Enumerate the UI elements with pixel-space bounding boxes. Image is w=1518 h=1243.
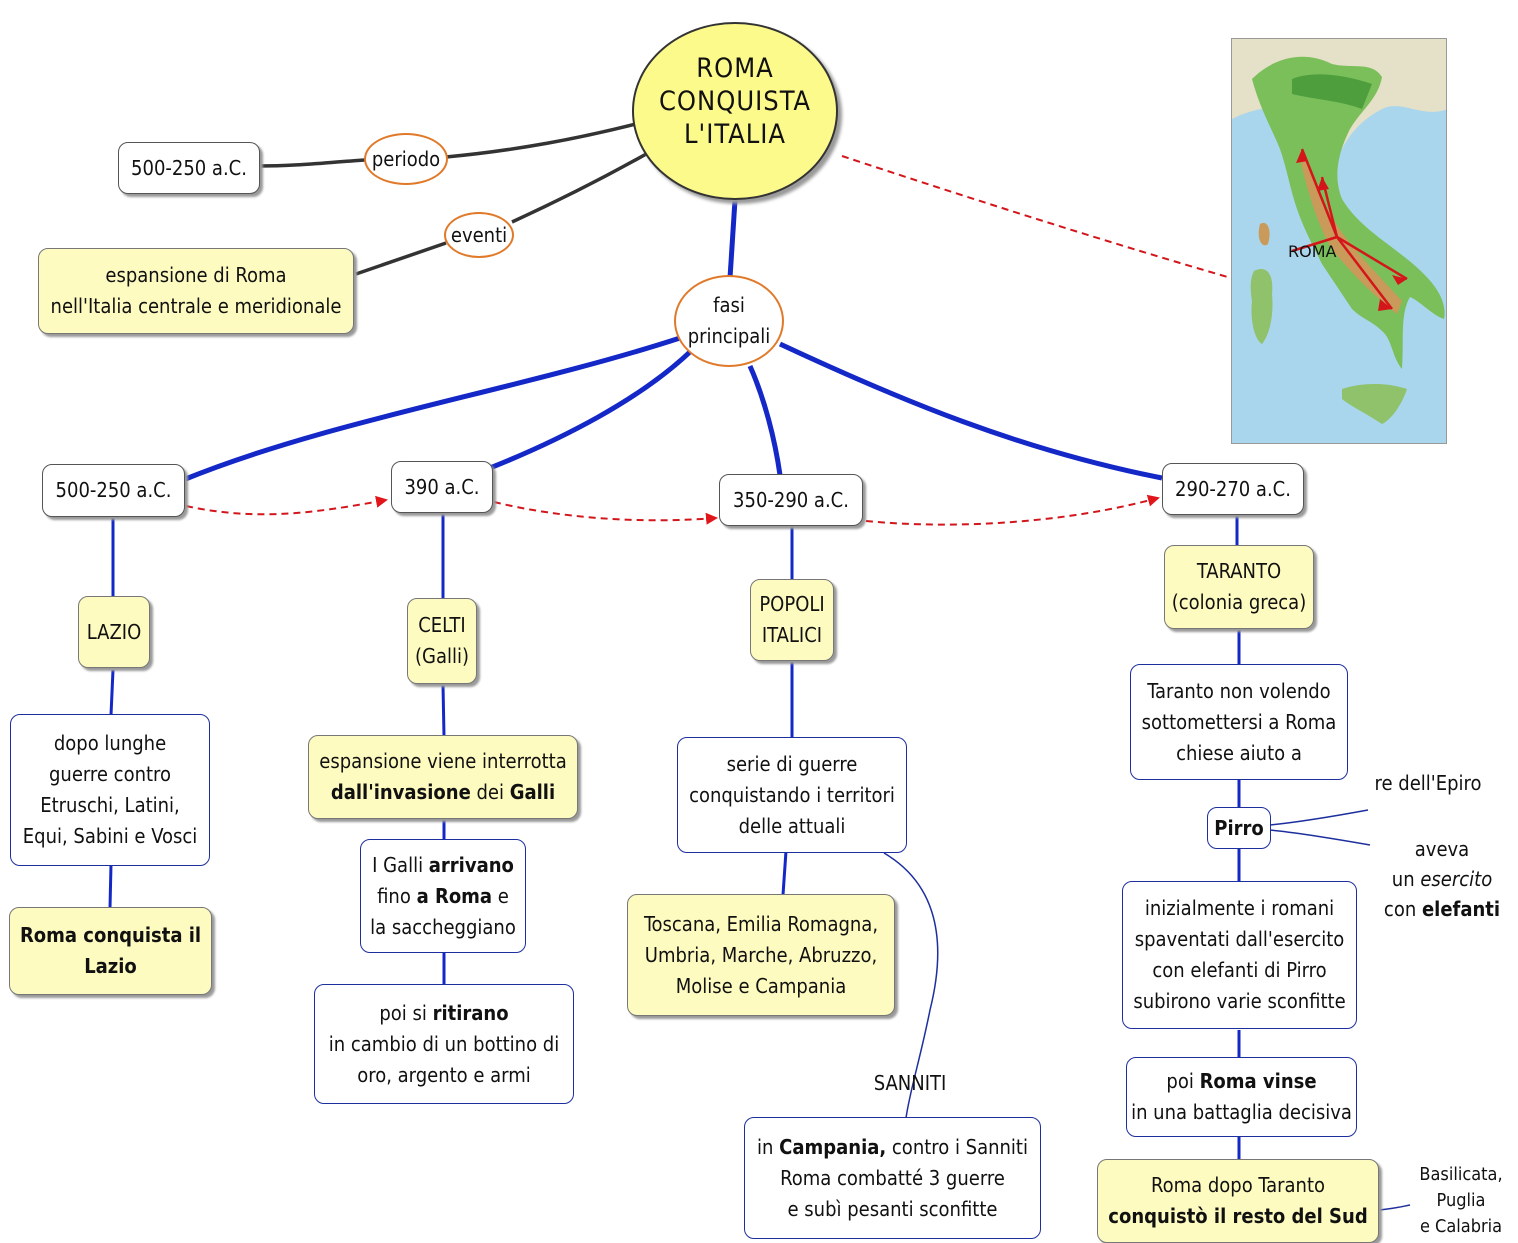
link-fasi-phase4 — [778, 341, 1163, 481]
link-fasi-phase3 — [747, 364, 783, 476]
link-label-eventi: eventi — [444, 212, 514, 258]
link-fasi-phase1 — [182, 335, 681, 483]
arrow-phase2-phase3 — [493, 501, 718, 525]
phase4-topic: TARANTO(colonia greca) — [1164, 545, 1314, 629]
italy-map: ROMA — [1231, 38, 1447, 444]
link-eventi-central — [511, 151, 649, 224]
sicily — [1342, 384, 1407, 424]
link-central-fasi — [727, 199, 738, 279]
phase3-regions: Toscana, Emilia Romagna,Umbria, Marche, … — [627, 894, 895, 1016]
link-central-map — [841, 155, 1232, 279]
phase3-sanniti-label: SANNITI — [873, 1071, 947, 1095]
sardinia — [1250, 269, 1273, 344]
link-periodo-central — [445, 122, 637, 159]
period-node: 500-250 a.C. — [118, 142, 260, 194]
arrow-phase3-phase4 — [865, 494, 1160, 526]
phase4-epiro: re dell'Epiro — [1374, 771, 1482, 795]
phase4-pirro: Pirro — [1207, 807, 1271, 849]
phase4-date: 290-270 a.C. — [1162, 463, 1304, 515]
link-label-periodo: periodo — [364, 133, 448, 185]
link-events — [355, 241, 447, 276]
arrow-phase1-phase2 — [185, 495, 388, 516]
link-fasi-phase2 — [489, 348, 694, 471]
phase1-date: 500-250 a.C. — [42, 464, 185, 517]
phase1-topic: LAZIO — [78, 596, 150, 668]
phase2-date: 390 a.C. — [391, 461, 493, 513]
phase3-date: 350-290 a.C. — [719, 474, 863, 526]
link-period — [257, 158, 367, 168]
italy-peninsula — [1252, 56, 1445, 370]
phase2-topic: CELTI(Galli) — [407, 598, 477, 684]
map-label: ROMA — [1288, 242, 1337, 261]
